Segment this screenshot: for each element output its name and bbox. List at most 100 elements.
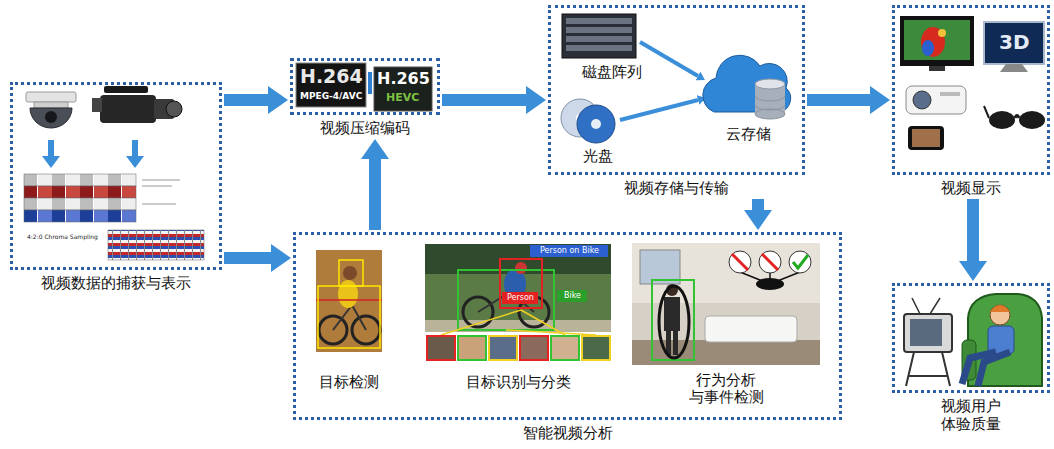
3d-tv-icon	[984, 22, 1044, 72]
dome-camera	[45, 111, 57, 123]
box-heading: 视频存储与传输	[548, 179, 805, 197]
viewer-tv	[930, 298, 940, 314]
flow-arrow	[967, 199, 979, 261]
box-heading: 视频压缩编码	[290, 119, 440, 137]
projector-icon	[940, 92, 960, 96]
recognition-photo	[502, 292, 538, 304]
behaviour-photo	[673, 331, 678, 355]
viewer-tv	[904, 314, 952, 352]
chroma-grid	[142, 186, 172, 187]
disk-array-icon	[566, 27, 632, 33]
tv-icon	[904, 20, 970, 60]
dome-camera	[34, 102, 68, 108]
detection-photo	[316, 299, 382, 301]
camcorder	[166, 101, 182, 117]
recognition-photo	[489, 336, 517, 360]
camcorder	[104, 86, 148, 93]
viewer-figure	[990, 305, 1010, 325]
behaviour-photo	[632, 243, 820, 365]
3d-glasses-icon	[989, 111, 1015, 129]
tv-icon	[900, 16, 974, 66]
viewer-tv	[908, 375, 948, 377]
down-arrow	[42, 140, 60, 168]
viewer-tv	[906, 352, 914, 386]
cloud-storage-icon	[755, 105, 785, 110]
tv-icon	[921, 27, 945, 57]
storage-arrow	[620, 100, 698, 120]
detection-photo	[316, 250, 382, 352]
dome-camera	[30, 108, 72, 128]
detection-photo	[339, 260, 363, 286]
h265-logo	[374, 67, 432, 111]
annotation: 4:2:0 Chroma Sampling	[26, 234, 99, 241]
cloud-storage-icon	[755, 79, 785, 89]
cloud-storage-icon	[703, 55, 791, 119]
viewer-tv	[904, 298, 952, 386]
recognition-photo	[582, 336, 610, 360]
camcorder	[92, 98, 102, 112]
behaviour-photo	[740, 272, 770, 284]
detection-photo	[343, 266, 357, 280]
logo-text: 3D	[999, 31, 1030, 54]
down-arrow	[42, 140, 144, 168]
h264-logo	[368, 72, 372, 94]
tv-icon	[929, 66, 945, 71]
3d-tv-icon	[1000, 64, 1028, 72]
stage-box: 视频存储与传输	[548, 5, 805, 197]
optical-disc-icon	[577, 105, 615, 143]
behaviour-photo	[632, 243, 820, 365]
phone-icon	[912, 129, 940, 147]
logo-subtext: HEVC	[386, 92, 419, 105]
projector-icon	[913, 91, 931, 109]
recognition-photo	[441, 310, 521, 335]
disk-array-icon	[562, 14, 636, 58]
detection-photo	[338, 280, 358, 308]
icon-label: 光盘	[583, 148, 613, 165]
h264-logo	[296, 63, 366, 107]
image-caption: 目标识别与分类	[466, 374, 571, 391]
dome-camera	[26, 92, 76, 102]
chroma-grid	[24, 174, 136, 186]
tv-icon	[922, 40, 934, 56]
behaviour-photo	[652, 280, 694, 360]
camcorder	[100, 95, 156, 123]
flow-arrow	[224, 252, 271, 264]
dome-camera	[26, 92, 76, 128]
behaviour-photo	[793, 255, 808, 268]
behaviour-photo	[705, 316, 797, 342]
3d-glasses-icon	[984, 106, 1045, 129]
detection-photo	[318, 286, 380, 348]
recognition-photo	[520, 336, 548, 360]
behaviour-photo	[664, 297, 680, 331]
chroma-grid	[142, 180, 180, 181]
behaviour-photo	[659, 286, 689, 358]
behaviour-photo	[729, 251, 751, 273]
chroma-grid	[24, 174, 204, 260]
cloud-storage-icon	[755, 96, 785, 101]
3d-glasses-icon	[1015, 116, 1019, 119]
disk-array-icon	[566, 45, 632, 51]
behaviour-photo	[632, 243, 820, 303]
behaviour-photo	[789, 251, 811, 273]
flow-arrow	[442, 94, 526, 106]
recognition-photo	[500, 259, 542, 308]
storage-arrow	[640, 42, 698, 76]
chroma-grid	[24, 198, 136, 210]
recognition-photo	[425, 244, 611, 360]
logo-text: H.265	[377, 70, 430, 88]
logo-text: H.264	[300, 66, 363, 88]
recognition-photo	[557, 290, 587, 302]
behaviour-photo	[732, 254, 748, 270]
viewer-figure	[968, 294, 1042, 386]
viewer-figure	[990, 305, 1010, 312]
flow-arrow	[224, 94, 268, 106]
disk-array-icon	[566, 18, 632, 24]
phone-icon	[908, 126, 944, 150]
tag-text: Person on Bike	[540, 246, 599, 255]
viewer-tv	[910, 319, 942, 346]
camcorder	[92, 86, 182, 123]
recognition-photo	[506, 330, 596, 335]
recognition-photo	[530, 245, 608, 257]
3d-glasses-icon	[1019, 111, 1045, 129]
